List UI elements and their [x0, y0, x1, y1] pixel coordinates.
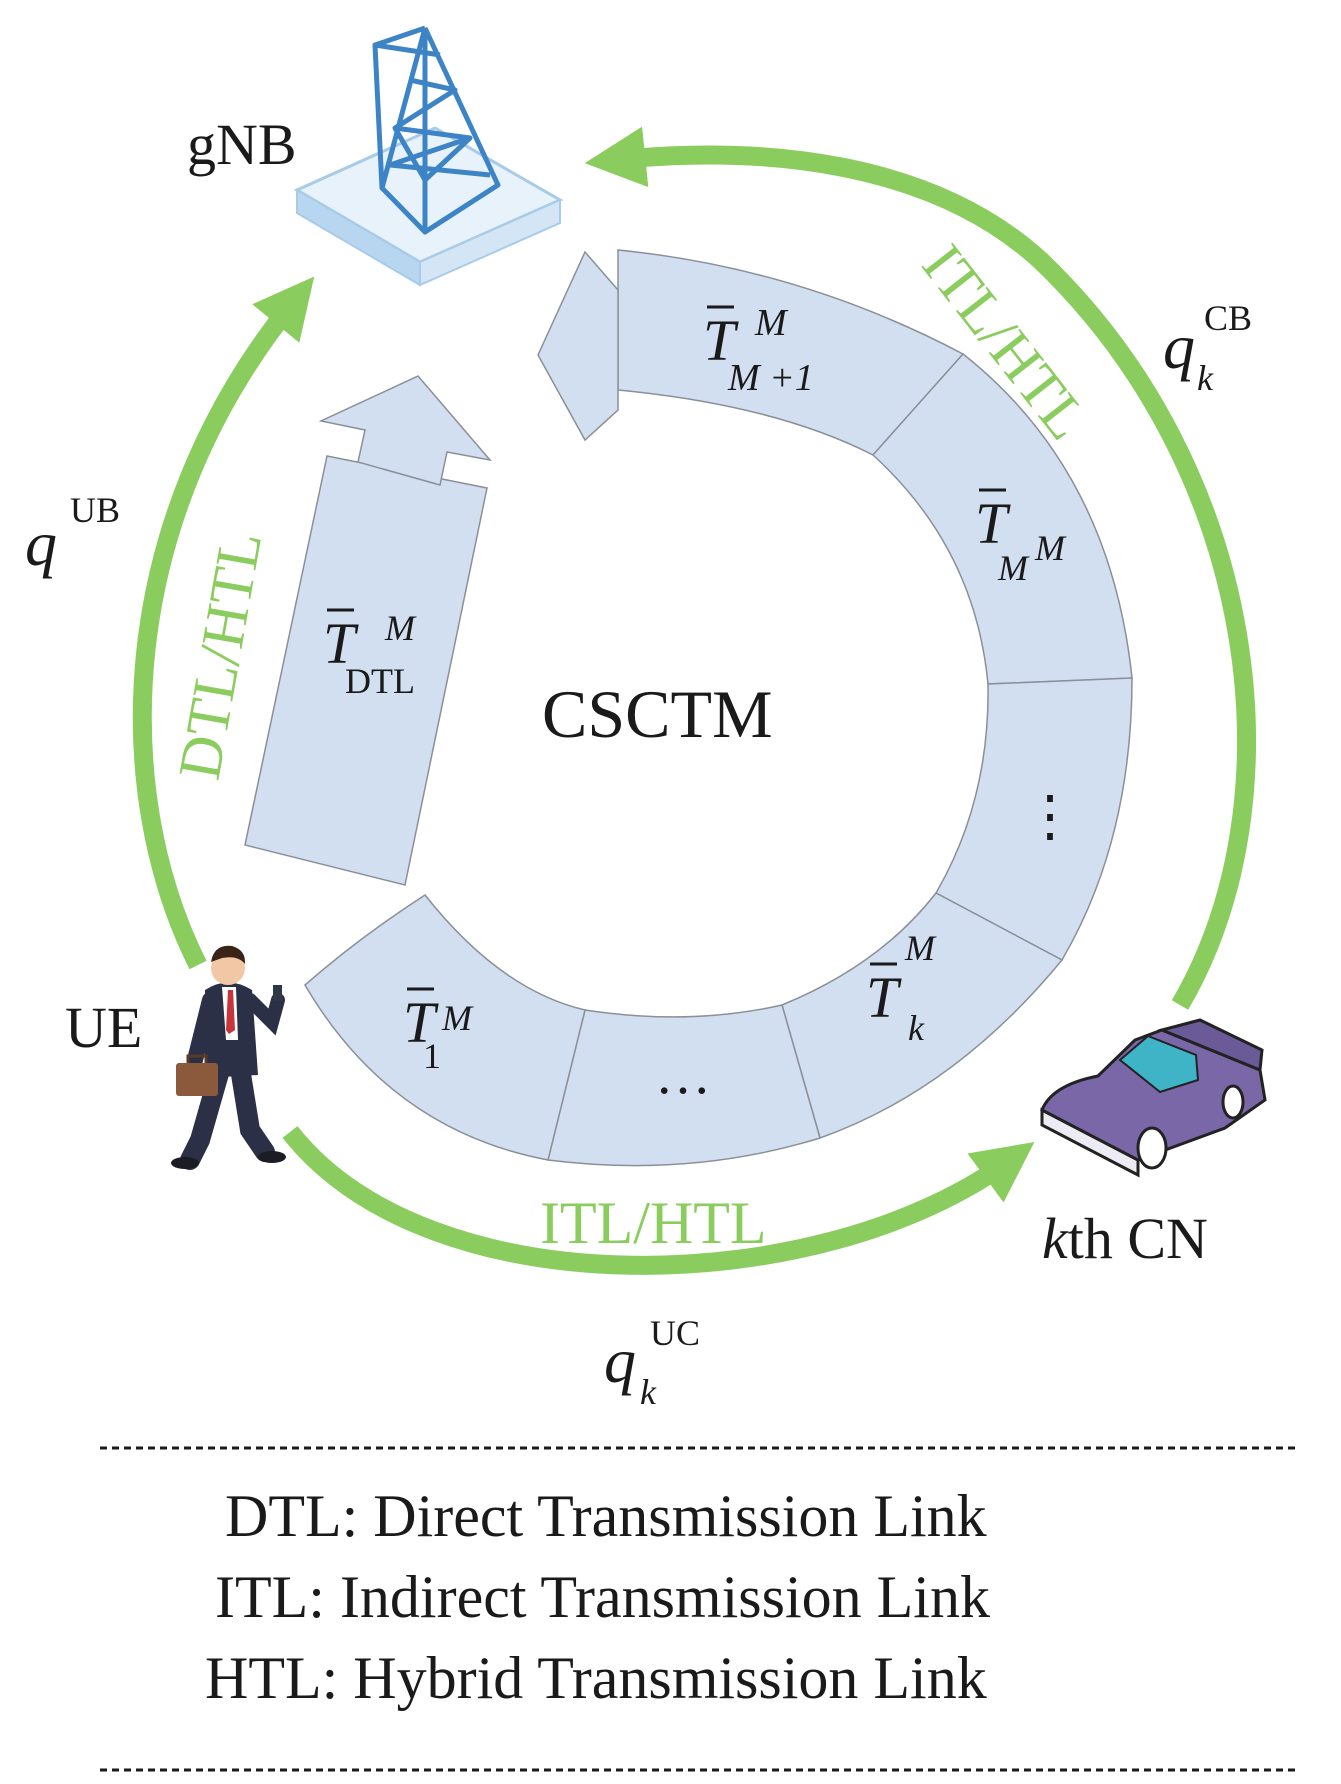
seg-1-t: T — [403, 990, 439, 1055]
link-bottom-label: ITL/HTL — [540, 1190, 767, 1256]
label-dtl-block: T M DTL — [323, 608, 417, 701]
seg-1-sup: M — [441, 998, 474, 1038]
rate-cb-label: q k CB — [1163, 298, 1252, 398]
dtl-sub: DTL — [345, 661, 415, 701]
dtl-block-arrowhead — [318, 375, 492, 486]
cn-car-icon — [1040, 1018, 1267, 1178]
rate-ub-sup: UB — [70, 490, 120, 530]
segment-m-plus-1-arrowhead — [537, 250, 619, 442]
dtl-sup: M — [384, 608, 417, 648]
rate-ub-label: q UB — [25, 490, 120, 579]
legend-dtl: DTL: Direct Transmission Link — [225, 1483, 987, 1549]
ue-label: UE — [65, 995, 142, 1060]
cn-name: th CN — [1068, 1206, 1208, 1271]
arrow-cn-to-gnb — [584, 126, 1256, 1010]
seg-1-sub: 1 — [423, 1036, 441, 1076]
rate-cb-sub: k — [1197, 358, 1214, 398]
rate-uc-base: q — [604, 1325, 636, 1396]
arrow-ue-to-cn — [282, 1126, 1035, 1275]
seg-m-plus-1-sup: M — [754, 302, 789, 344]
cn-index: k — [1042, 1206, 1069, 1271]
label-segment-dots-vertical: ⋮ — [1022, 786, 1078, 848]
csctm-center-label: CSCTM — [542, 676, 773, 752]
gnb-label: gNB — [187, 112, 297, 177]
seg-m-plus-1-sub: M +1 — [727, 357, 814, 399]
label-segment-1: T M 1 — [403, 987, 474, 1076]
label-segment-m: T M M — [975, 488, 1067, 588]
rate-ub-base: q — [25, 508, 57, 579]
ue-person-icon — [171, 945, 286, 1170]
label-segment-m-plus-1: T M M +1 — [703, 302, 814, 399]
legend-htl: HTL: Hybrid Transmission Link — [205, 1645, 987, 1711]
cn-label: kth CN — [1042, 1206, 1208, 1271]
arrow-ue-to-gnb — [132, 276, 315, 970]
rate-uc-label: q k UC — [604, 1313, 700, 1412]
seg-k-sub: k — [908, 1008, 925, 1048]
label-segment-dots-horizontal: … — [655, 1044, 711, 1106]
rate-cb-base: q — [1163, 311, 1195, 382]
segment-1 — [304, 893, 586, 1161]
seg-k-t: T — [866, 965, 902, 1030]
label-segment-k: T M k — [866, 928, 937, 1048]
rate-uc-sub: k — [640, 1372, 657, 1412]
legend-itl: ITL: Indirect Transmission Link — [215, 1564, 990, 1630]
seg-m-t: T — [975, 491, 1011, 556]
link-left-label: DTL/HTL — [166, 527, 274, 785]
csctm-ring — [244, 249, 1133, 1167]
rate-uc-sup: UC — [650, 1313, 700, 1353]
seg-m-plus-1-t: T — [703, 308, 739, 373]
seg-m-sup: M — [1034, 528, 1067, 568]
seg-m-sub: M — [997, 548, 1030, 588]
dtl-t: T — [323, 611, 359, 676]
gnb-tower-icon — [293, 25, 564, 287]
rate-cb-sup: CB — [1204, 298, 1252, 338]
seg-k-sup: M — [904, 928, 937, 968]
